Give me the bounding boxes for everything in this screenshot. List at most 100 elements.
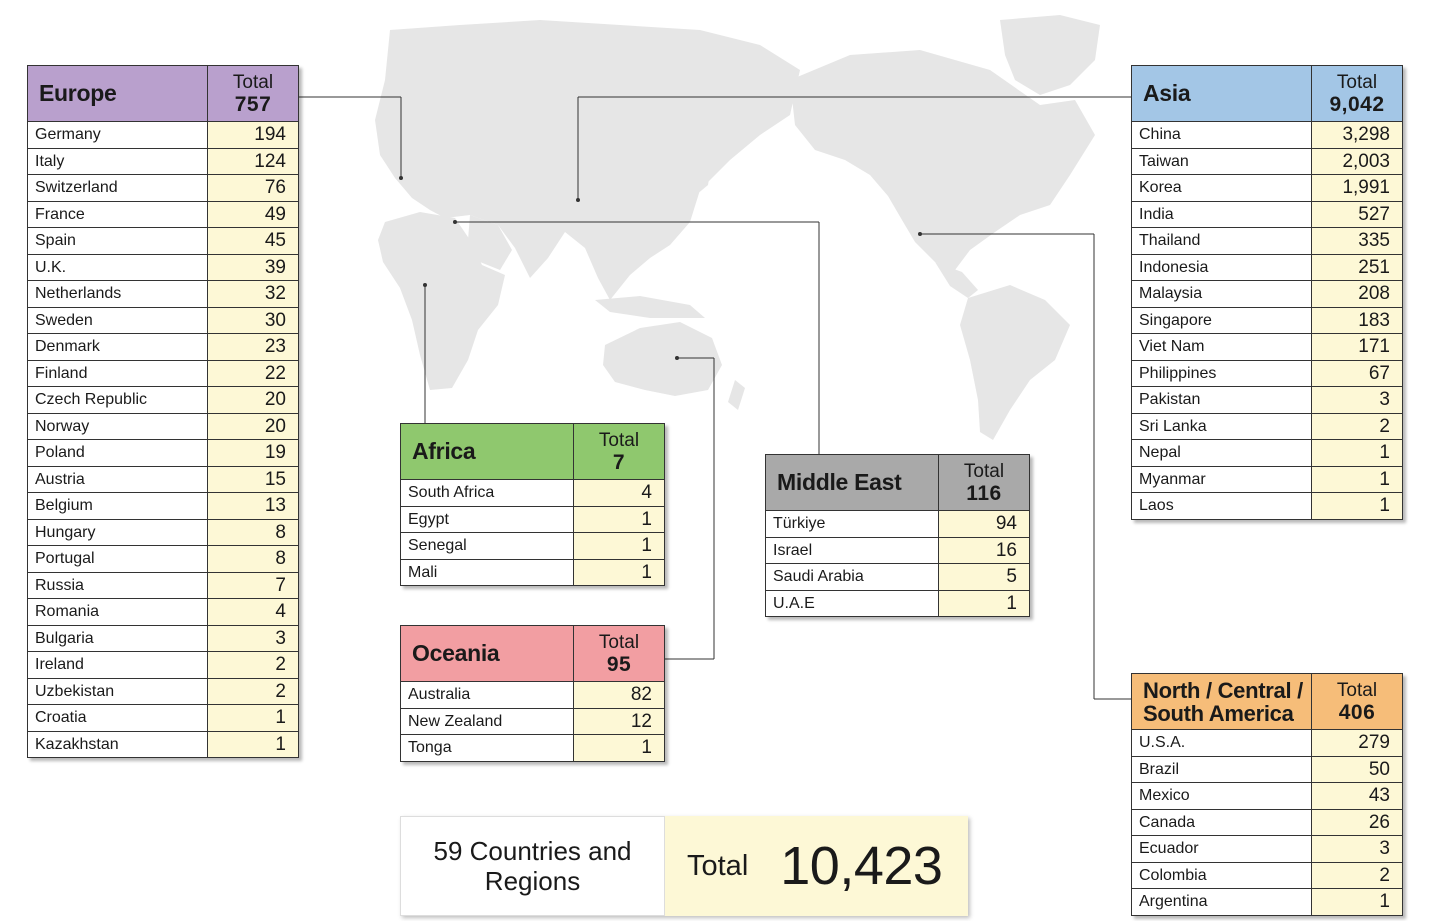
- countries-count-text: 59 Countries and Regions: [400, 816, 665, 916]
- country-name: Belgium: [28, 493, 208, 519]
- total-value: 9,042: [1329, 92, 1385, 116]
- landmass-south-america: [960, 285, 1070, 440]
- country-count: 3: [1312, 836, 1402, 862]
- country-count: 19: [208, 440, 298, 466]
- landmass-indonesia: [595, 296, 705, 318]
- landmass-central-america: [935, 262, 978, 298]
- country-name: France: [28, 201, 208, 227]
- country-name: Spain: [28, 228, 208, 254]
- region-name: Africa: [401, 424, 574, 479]
- country-count: 194: [208, 122, 298, 148]
- country-count: 1: [208, 705, 298, 731]
- country-count: 20: [208, 387, 298, 413]
- country-name: Sri Lanka: [1132, 413, 1312, 439]
- country-name: Korea: [1132, 175, 1312, 201]
- country-count: 1: [1312, 889, 1402, 915]
- country-name: Thailand: [1132, 228, 1312, 254]
- country-name: New Zealand: [401, 708, 574, 734]
- country-count: 4: [574, 480, 664, 506]
- region-header: Asia Total 9,042: [1131, 65, 1403, 122]
- country-count: 208: [1312, 281, 1402, 307]
- country-name: India: [1132, 201, 1312, 227]
- country-count: 1: [1312, 440, 1402, 466]
- country-name: Brazil: [1132, 756, 1312, 782]
- total-value: 406: [1338, 700, 1376, 724]
- total-label: Total: [1336, 679, 1378, 701]
- region-header: Middle East Total 116: [765, 454, 1030, 511]
- country-name: Denmark: [28, 334, 208, 360]
- region-name: Europe: [28, 66, 208, 121]
- country-name: Hungary: [28, 519, 208, 545]
- country-count: 76: [208, 175, 298, 201]
- landmass-australia: [603, 322, 722, 396]
- country-name: Switzerland: [28, 175, 208, 201]
- country-count: 22: [208, 360, 298, 386]
- country-name: Laos: [1132, 493, 1312, 519]
- country-name: Colombia: [1132, 862, 1312, 888]
- country-count: 1: [574, 559, 664, 585]
- region-name: North / Central / South America: [1132, 674, 1312, 729]
- region-total: Total 757: [208, 66, 298, 121]
- country-count: 16: [939, 537, 1029, 563]
- country-name: Argentina: [1132, 889, 1312, 915]
- country-count: 1: [574, 735, 664, 761]
- country-name: South Africa: [401, 480, 574, 506]
- country-count: 82: [574, 682, 664, 708]
- country-name: Singapore: [1132, 307, 1312, 333]
- country-count: 2: [208, 678, 298, 704]
- country-name: Tonga: [401, 735, 574, 761]
- country-count: 527: [1312, 201, 1402, 227]
- total-label: Total: [1336, 71, 1378, 93]
- country-name: Bulgaria: [28, 625, 208, 651]
- country-name: Türkiye: [766, 511, 939, 537]
- country-count: 43: [1312, 783, 1402, 809]
- country-name: Senegal: [401, 533, 574, 559]
- country-name: Ecuador: [1132, 836, 1312, 862]
- region-total: Total 95: [574, 626, 664, 681]
- country-name: Italy: [28, 148, 208, 174]
- country-name: Croatia: [28, 705, 208, 731]
- country-name: Nepal: [1132, 440, 1312, 466]
- region-total: Total 9,042: [1312, 66, 1402, 121]
- connector-oceania: [665, 356, 715, 660]
- country-count: 94: [939, 511, 1029, 537]
- region-total: Total 406: [1312, 674, 1402, 729]
- country-name: Saudi Arabia: [766, 564, 939, 590]
- country-name: Mali: [401, 559, 574, 585]
- connector-africa: [423, 283, 427, 424]
- country-count: 171: [1312, 334, 1402, 360]
- country-name: Israel: [766, 537, 939, 563]
- country-count: 183: [1312, 307, 1402, 333]
- country-count: 12: [574, 708, 664, 734]
- country-count: 39: [208, 254, 298, 280]
- country-count: 2,003: [1312, 148, 1402, 174]
- country-count: 50: [1312, 756, 1402, 782]
- country-name: Malaysia: [1132, 281, 1312, 307]
- country-count: 251: [1312, 254, 1402, 280]
- country-count: 1,991: [1312, 175, 1402, 201]
- landmass-arabia: [468, 215, 512, 270]
- country-name: Romania: [28, 599, 208, 625]
